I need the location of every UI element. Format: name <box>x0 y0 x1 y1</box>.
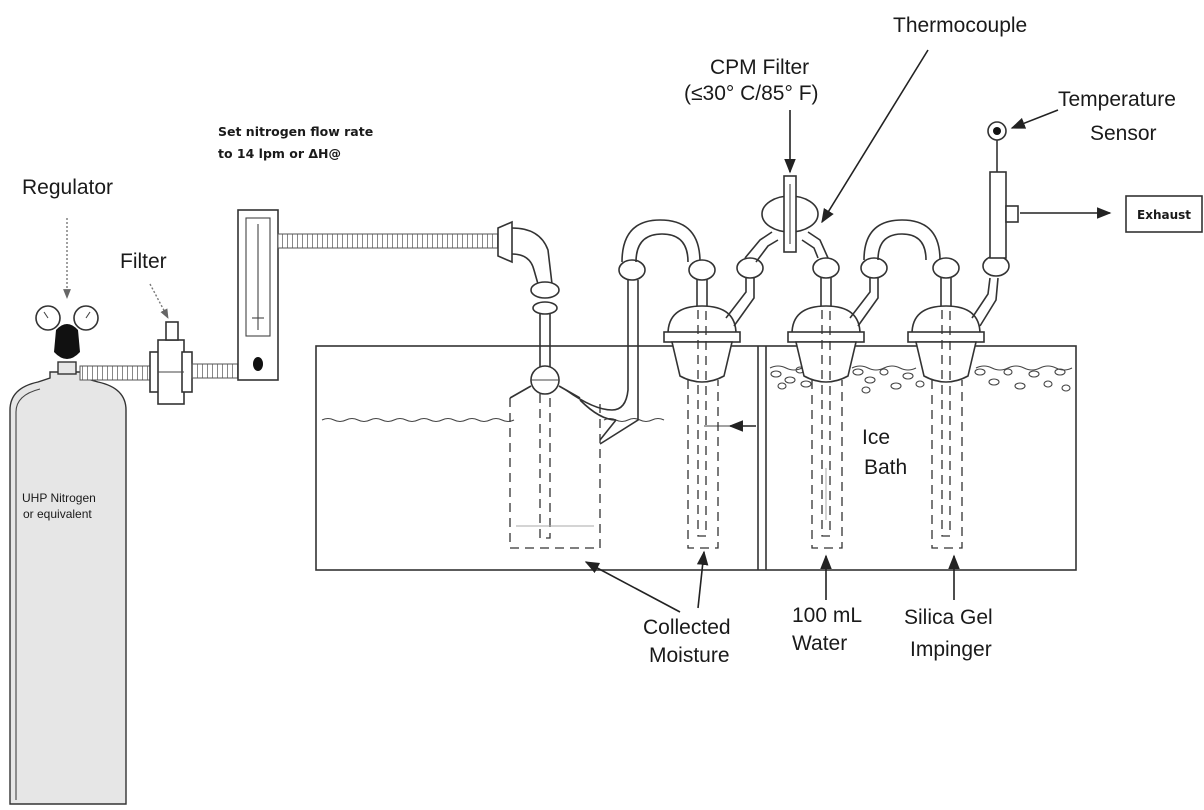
impinger-4-silica-gel <box>907 255 1010 549</box>
exhaust-label: Exhaust <box>1137 208 1191 222</box>
cylinder-label-line2: or equivalent <box>23 507 92 521</box>
filter-label: Filter <box>120 250 167 273</box>
inlet-elbow <box>497 220 560 395</box>
moisture-label: Moisture <box>649 644 730 667</box>
ice-label: Ice <box>862 426 890 449</box>
thermocouple-label: Thermocouple <box>893 14 1027 37</box>
temperature-label: Temperature <box>1058 88 1176 111</box>
water-surface <box>321 417 754 427</box>
collected-label: Collected <box>643 616 731 639</box>
hose-regulator-filter <box>79 365 153 381</box>
impinger-1-knockout <box>509 280 629 549</box>
water-volume-label: 100 mL <box>792 604 862 627</box>
rotameter <box>237 209 279 381</box>
cpm-filter-temp-label: (≤30° C/85° F) <box>684 82 819 105</box>
impinger-label: Impinger <box>910 638 992 661</box>
regulator-label: Regulator <box>22 176 113 199</box>
cylinder-label-line1: UHP Nitrogen <box>22 491 96 505</box>
impinger-2 <box>599 219 764 549</box>
exhaust-box <box>1125 195 1203 233</box>
temperature-sensor-tee <box>987 121 1019 259</box>
water-label: Water <box>792 632 847 655</box>
inline-filter <box>149 321 193 405</box>
sensor-label: Sensor <box>1090 122 1157 145</box>
hose-rotameter-inlet <box>277 233 501 249</box>
nitrogen-cylinder: UHP Nitrogen or equivalent <box>9 371 127 805</box>
cpm-filter-assembly <box>744 175 829 263</box>
cpm-filter-label: CPM Filter <box>710 56 809 79</box>
impinger-3 <box>787 219 941 549</box>
regulator <box>35 305 99 375</box>
flow-rate-instruction-line2: to 14 lpm or ΔH@ <box>218 146 341 161</box>
silica-gel-label: Silica Gel <box>904 606 993 629</box>
flow-rate-instruction-line1: Set nitrogen flow rate <box>218 124 373 139</box>
hose-filter-rotameter <box>191 363 241 379</box>
bath-label: Bath <box>864 456 907 479</box>
